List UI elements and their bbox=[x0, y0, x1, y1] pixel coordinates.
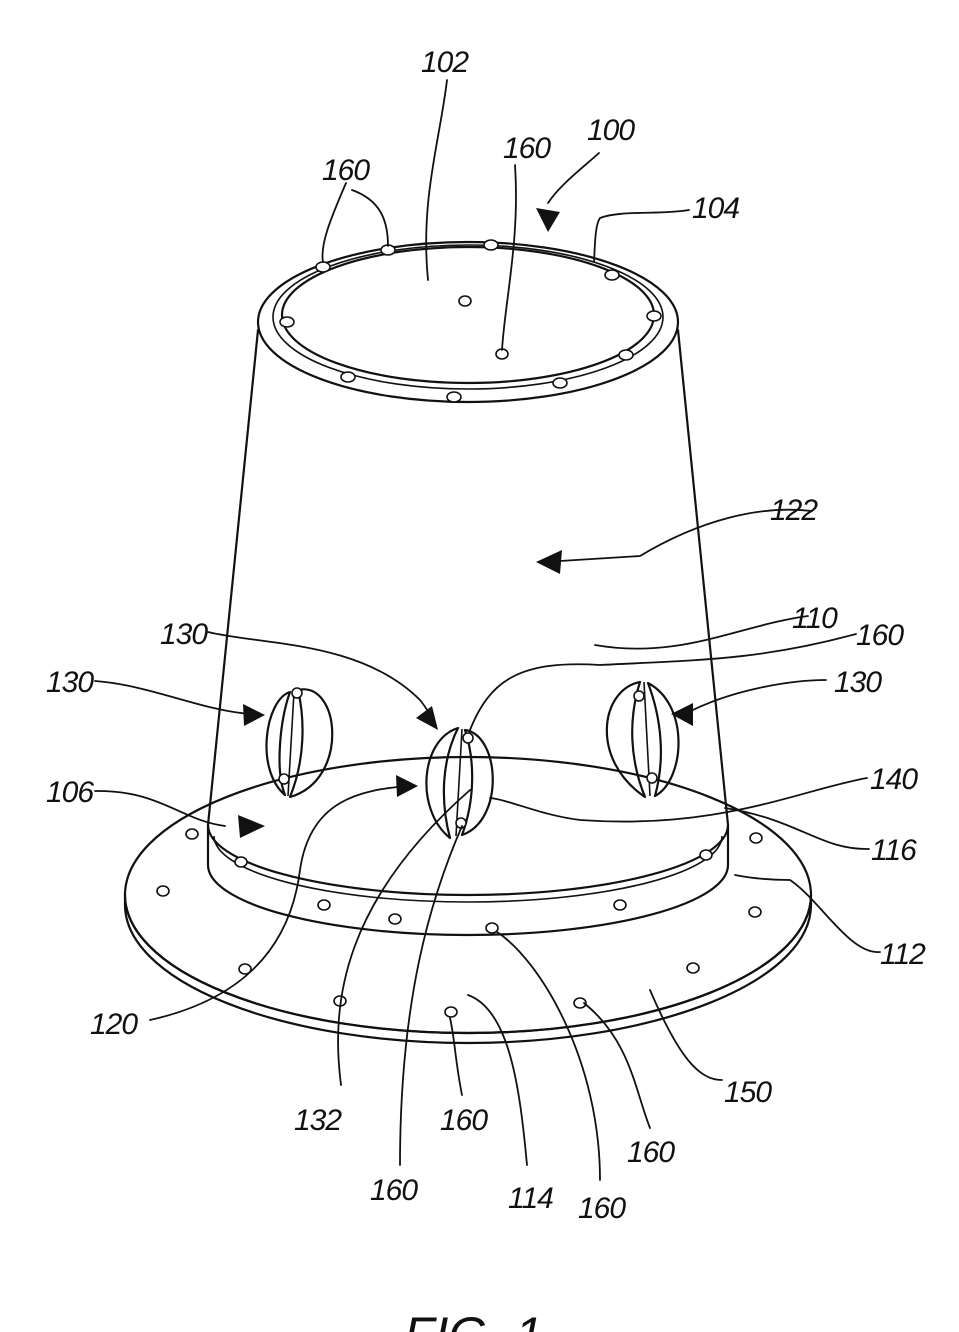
figure-caption: FIG. 1 bbox=[404, 1307, 543, 1332]
label-106: 106 bbox=[46, 776, 94, 809]
label-160: 160 bbox=[578, 1192, 626, 1225]
label-160: 160 bbox=[440, 1104, 488, 1137]
label-110: 110 bbox=[792, 602, 838, 635]
flange-150 bbox=[125, 757, 811, 1043]
label-130: 130 bbox=[834, 666, 882, 699]
label-160: 160 bbox=[856, 619, 904, 652]
label-122: 122 bbox=[770, 494, 818, 527]
label-150: 150 bbox=[724, 1076, 772, 1109]
label-132: 132 bbox=[294, 1104, 342, 1137]
label-100: 100 bbox=[587, 114, 635, 147]
reference-numerals: 102 100 160 160 104 122 110 130 160 130 … bbox=[46, 46, 926, 1225]
label-160: 160 bbox=[503, 132, 551, 165]
label-160: 160 bbox=[370, 1174, 418, 1207]
label-160: 160 bbox=[322, 154, 370, 187]
label-140: 140 bbox=[870, 763, 918, 796]
label-130: 130 bbox=[160, 618, 208, 651]
label-120: 120 bbox=[90, 1008, 138, 1041]
label-160: 160 bbox=[627, 1136, 675, 1169]
label-114: 114 bbox=[508, 1182, 553, 1215]
label-116: 116 bbox=[871, 834, 917, 867]
fastener-holes-160 bbox=[157, 240, 762, 1017]
label-104: 104 bbox=[692, 192, 739, 225]
body-side-wall bbox=[208, 330, 728, 935]
label-112: 112 bbox=[880, 938, 926, 971]
label-130: 130 bbox=[46, 666, 94, 699]
label-102: 102 bbox=[421, 46, 469, 79]
